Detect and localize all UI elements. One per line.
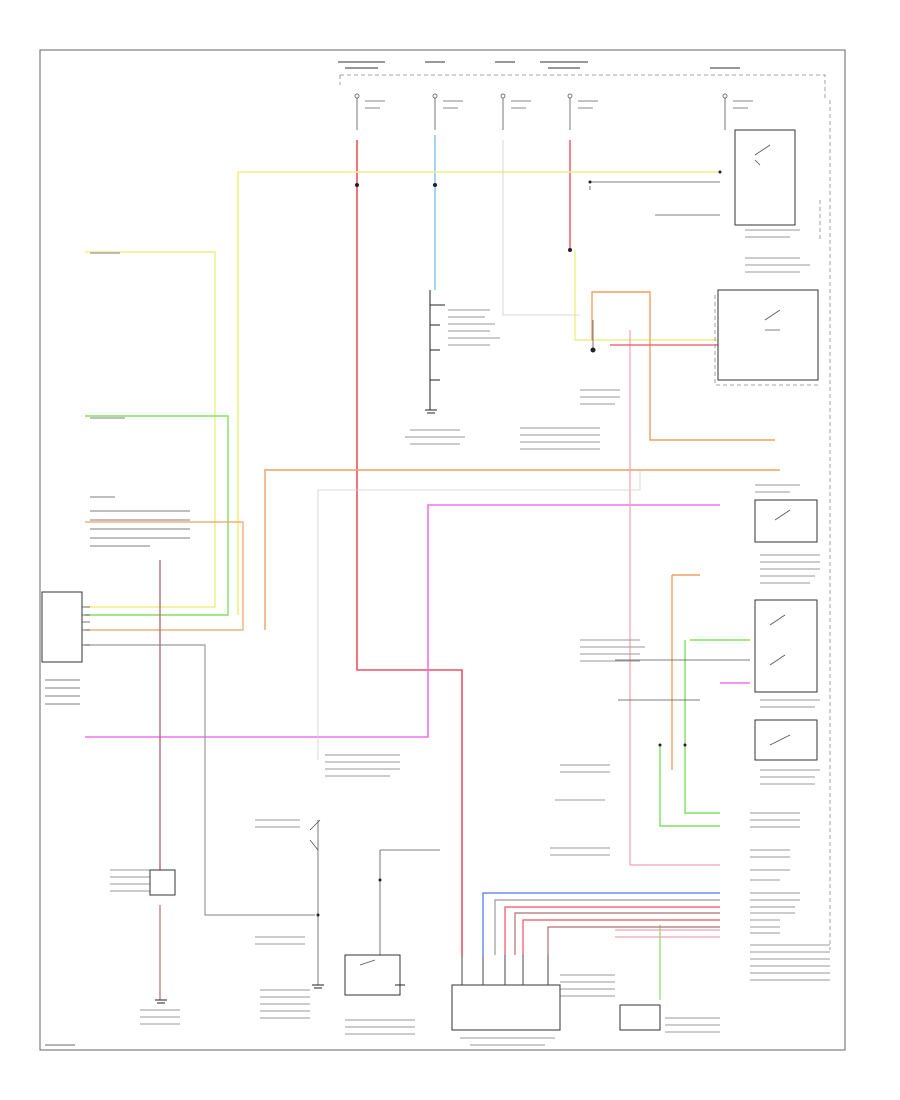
- wire-magenta: [85, 504, 720, 738]
- splice-icon: [316, 170, 722, 917]
- switch-box-2: [717, 289, 819, 381]
- wire-orange-left: [85, 521, 244, 631]
- wire-red-main: [356, 140, 463, 955]
- switch-icon: [754, 144, 771, 166]
- center-labels: [110, 309, 720, 1046]
- switch-icon: [764, 309, 781, 331]
- wire-pink-bus: [615, 929, 720, 938]
- switch-box-5: [754, 719, 818, 761]
- connector-bottom-right: [619, 1004, 661, 1031]
- wire-green-left: [85, 415, 229, 616]
- sensor-component: [149, 869, 176, 896]
- switch-icon: [359, 959, 376, 966]
- wire-black-low: [317, 820, 440, 985]
- right-labels: [745, 229, 830, 981]
- wire-yellow-left: [85, 251, 216, 608]
- wire-brown-bus: [514, 912, 720, 955]
- connector-bottom-center: [451, 984, 561, 1031]
- connector-left-pins: [82, 606, 90, 646]
- wire-orange-right: [671, 574, 700, 770]
- wire-black-ground-stack: [429, 290, 445, 410]
- ground-icon: [155, 409, 437, 1004]
- switch-icon: [774, 509, 791, 521]
- left-labels: [45, 252, 190, 705]
- switch-box-top: [734, 129, 796, 226]
- wire-dashed-right: [714, 100, 831, 950]
- wire-yellow-top: [237, 171, 720, 615]
- switch-icon: [769, 614, 786, 666]
- relay-bottom: [344, 954, 401, 996]
- connector-bottom-pins: [461, 955, 549, 985]
- switch-icon: [769, 734, 791, 746]
- wire-blue-bus: [482, 892, 720, 955]
- wire-gray-left: [85, 644, 315, 916]
- fuse-box-outline: [339, 74, 826, 100]
- fuse-icon: [354, 93, 728, 130]
- wire-yellow-right: [574, 250, 718, 341]
- switch-icon: [309, 819, 321, 851]
- wire-gray-bus: [494, 899, 720, 955]
- wire-faint: [317, 140, 641, 760]
- switch-box-3: [754, 499, 818, 543]
- fuse-panel-labels: [338, 61, 740, 69]
- wire-orange-main: [264, 469, 780, 630]
- connector-left: [41, 591, 83, 663]
- fuse-labels: [365, 100, 753, 109]
- wire-red-bus: [504, 906, 720, 955]
- wire-pink-right: [629, 330, 720, 866]
- switch-box-4: [754, 599, 818, 693]
- wire-green-right: [659, 639, 750, 827]
- diagram-frame: [39, 49, 846, 1051]
- wire-orange-upper: [591, 291, 775, 441]
